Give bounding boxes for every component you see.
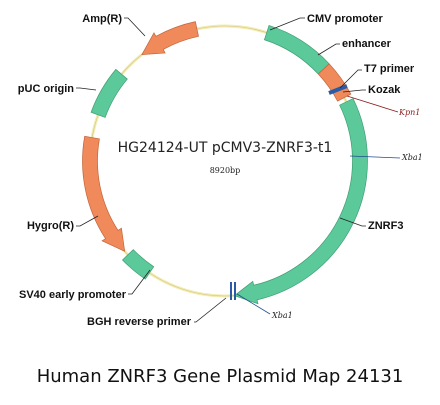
leader-hygro-r	[76, 215, 99, 227]
leader-bgh-reverse-primer	[194, 297, 227, 323]
feature-arc-puc-origin	[90, 68, 128, 118]
leader-cmv-promoter	[269, 17, 305, 31]
page-caption: Human ZNRF3 Gene Plasmid Map 24131	[36, 366, 404, 387]
label-bgh-reverse-primer: BGH reverse primer	[87, 316, 192, 328]
feature-arc-enhancer	[317, 63, 352, 102]
label-puc-origin: pUC origin	[18, 83, 74, 95]
feature-arc-znrf3	[233, 98, 368, 305]
feature-arc-amp-r	[141, 21, 199, 56]
label-amp-r: Amp(R)	[82, 13, 122, 25]
site-label-xba1-a: Xba1	[401, 153, 423, 162]
site-line-kpn1	[346, 95, 399, 113]
feature-arc-cmv-promoter	[263, 25, 330, 75]
label-enhancer: enhancer	[342, 38, 392, 50]
leader-sv40-early-promoter	[128, 269, 151, 295]
label-cmv-promoter: CMV promoter	[307, 13, 384, 25]
feature-arc-hygro-r	[82, 135, 126, 252]
site-line-xba1-b	[236, 293, 271, 315]
label-kozak: Kozak	[368, 84, 401, 96]
plasmid-size: 8920bp	[210, 166, 241, 175]
site-label-kpn1: Kpn1	[398, 108, 420, 117]
leader-t7-primer	[339, 69, 362, 89]
leader-enhancer	[317, 43, 340, 56]
leader-znrf3	[339, 217, 366, 227]
plasmid-name: HG24124-UT pCMV3-ZNRF3-t1	[118, 140, 333, 156]
t7-primer-marker	[328, 84, 348, 95]
leader-lines	[76, 17, 366, 323]
label-sv40-early-promoter: SV40 early promoter	[19, 289, 127, 301]
leader-amp-r	[124, 17, 146, 37]
site-line-xba1-a	[349, 155, 401, 159]
site-label-xba1-b: Xba1	[271, 311, 293, 320]
label-znrf3: ZNRF3	[368, 220, 403, 232]
leader-kozak	[342, 89, 366, 93]
label-hygro-r: Hygro(R)	[27, 220, 74, 232]
label-t7-primer: T7 primer	[364, 63, 415, 75]
leader-puc-origin	[76, 87, 97, 91]
feature-arc-sv40-early-promoter	[121, 249, 155, 280]
